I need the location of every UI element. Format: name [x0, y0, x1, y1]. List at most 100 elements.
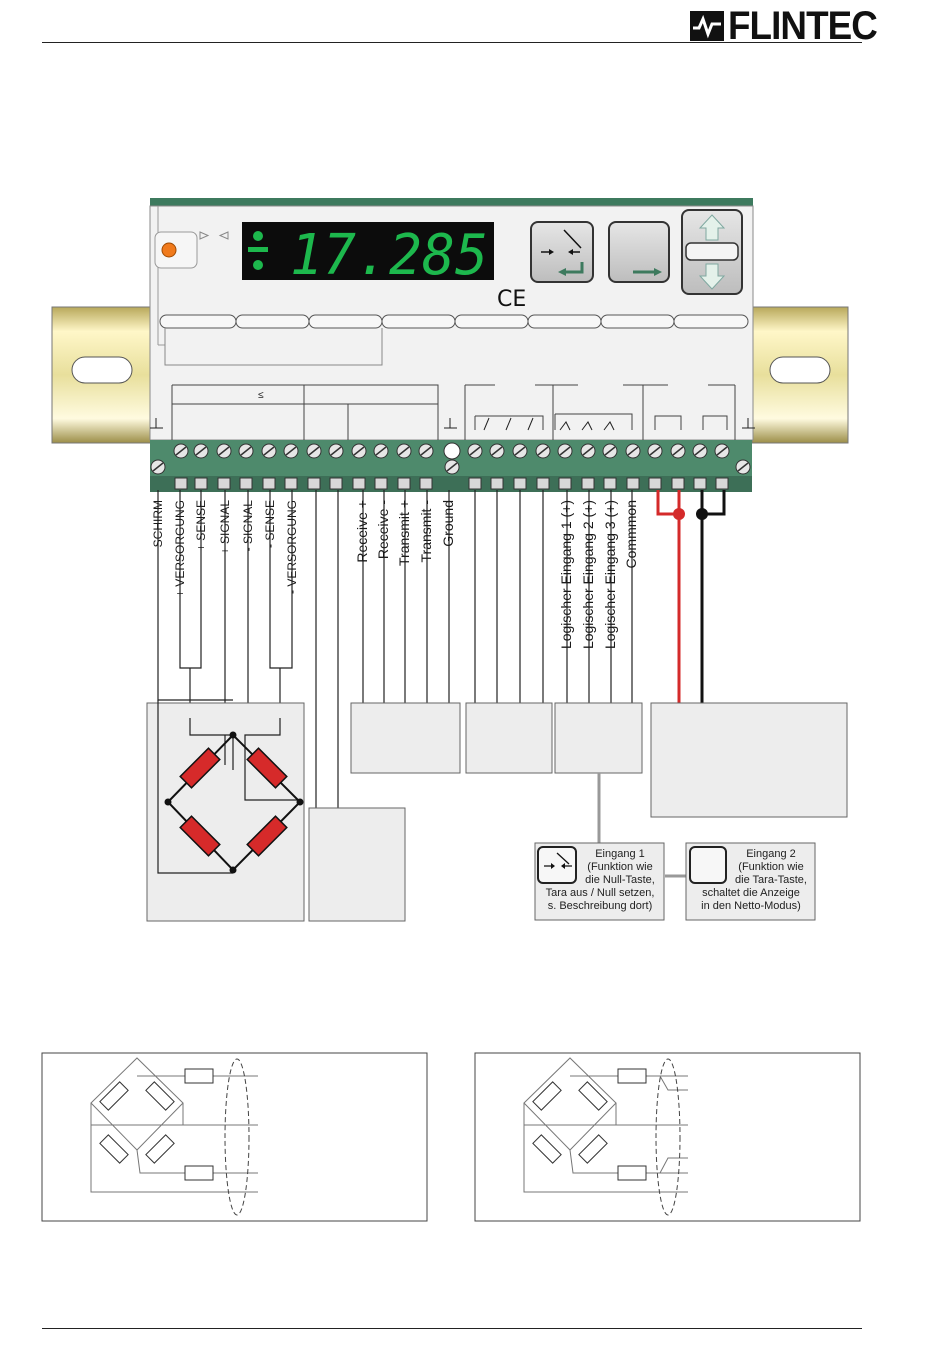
screw-slot	[559, 446, 571, 456]
logic-input-box	[554, 702, 643, 774]
mounting-screw-slot	[152, 462, 164, 472]
screw-slot	[195, 446, 207, 456]
screw-slot	[218, 446, 230, 456]
red-junction	[673, 508, 685, 520]
terminal-clamp	[603, 477, 617, 490]
arrow-indicator-icons	[199, 231, 229, 240]
screw-slot	[240, 446, 252, 456]
screw-slot	[308, 446, 320, 456]
screw-slot	[420, 446, 432, 456]
label-bracket	[164, 328, 383, 366]
screw-terminals	[150, 443, 751, 490]
mounting-screw-slot	[737, 462, 749, 472]
logic-label: Logischer Eingang 2 (+)	[580, 500, 596, 649]
terminal-clamp	[693, 477, 707, 490]
screw-slot	[672, 446, 684, 456]
terminal-clamp	[262, 477, 276, 490]
tara-next-key[interactable]	[608, 221, 670, 283]
terminal-clamp	[374, 477, 388, 490]
input1-line-4: s. Beschreibung dort)	[547, 900, 653, 912]
led-display: 17.285	[242, 222, 494, 288]
display-value: 17.285	[290, 223, 488, 288]
terminal-clamp	[536, 477, 550, 490]
down-arrow-icon	[698, 263, 726, 290]
input1-line-2: die Null-Taste,	[585, 874, 655, 886]
terminal-clamp	[490, 477, 504, 490]
din-rail-left	[51, 306, 153, 444]
four-wire-schematic	[474, 1052, 861, 1222]
logic-label: Logischer Eingang 1 (+)	[558, 500, 574, 649]
brand-name: FLINTEC	[728, 4, 878, 48]
serial-label: Receive +	[354, 500, 370, 563]
terminal-clamp	[329, 477, 343, 490]
terminal-clamp	[648, 477, 662, 490]
input2-line-2: die Tara-Taste,	[735, 874, 807, 886]
loadcell-label: - SENSE	[263, 500, 277, 548]
serial-label: Transmit -	[418, 500, 434, 563]
interface-boxes	[308, 702, 848, 922]
terminal-clamp	[468, 477, 482, 490]
loadcell-label: + VERSORGUNG	[173, 500, 187, 597]
loadcell-label: SCHIRM	[151, 500, 165, 547]
terminal-clamp	[513, 477, 527, 490]
logic-label: Commmon	[623, 500, 639, 568]
screw-slot	[649, 446, 661, 456]
input1-line-3: Tara aus / Null setzen,	[545, 887, 655, 899]
zero-enter-key[interactable]	[530, 221, 594, 283]
input2-title: Eingang 2	[746, 848, 796, 860]
serial-label: Transmit +	[396, 500, 412, 566]
screw-slot	[330, 446, 342, 456]
serial-label: Receive -	[375, 500, 391, 559]
screw-slot	[398, 446, 410, 456]
logic-link-line	[597, 773, 686, 878]
terminal-clamp	[352, 477, 366, 490]
screw-slot	[375, 446, 387, 456]
mounting-screw-slot	[446, 462, 458, 472]
serial-device-box	[308, 807, 406, 922]
label-slots	[159, 314, 749, 329]
footer-rule	[42, 1328, 862, 1329]
loadcell-label: - SIGNAL	[241, 500, 255, 552]
relay-output-box	[465, 702, 553, 774]
terminal-labels: SCHIRM+ VERSORGUNG+ SENSE+ SIGNAL- SIGNA…	[151, 500, 639, 649]
flintec-logo-mark	[690, 11, 724, 41]
serial-interface-box	[350, 702, 461, 774]
input1-title: Eingang 1	[595, 848, 645, 860]
terminal-clamp	[194, 477, 208, 490]
load-cell-bridge-box	[146, 700, 305, 922]
screw-slot	[716, 446, 728, 456]
logic-label: Logischer Eingang 3 (+)	[602, 500, 618, 649]
terminal-clamp	[558, 477, 572, 490]
terminal-clamp	[239, 477, 253, 490]
header-rule	[42, 42, 862, 43]
power-wires	[656, 490, 726, 715]
terminal-clamp	[397, 477, 411, 490]
screw-slot	[175, 446, 187, 456]
input1-line-1: (Funktion wie	[587, 861, 653, 873]
up-down-key[interactable]	[681, 209, 743, 295]
terminal-clamp	[174, 477, 188, 490]
terminal-label-blocks	[171, 384, 736, 442]
status-led	[154, 231, 198, 269]
ground-symbols	[150, 418, 755, 429]
up-arrow-icon	[698, 214, 726, 241]
screw-slot	[263, 446, 275, 456]
six-wire-schematic	[41, 1052, 428, 1222]
input1-description: Eingang 1 (Funktion wie die Null-Taste, …	[538, 848, 662, 913]
screw-slot	[537, 446, 549, 456]
input1-box	[534, 842, 665, 921]
screw-slot	[514, 446, 526, 456]
terminal-clamp	[307, 477, 321, 490]
serial-label: Ground	[440, 500, 456, 547]
screw-slot	[694, 446, 706, 456]
le-symbol: ≤	[258, 390, 264, 401]
relay-contact-icons	[483, 417, 615, 431]
screw-slot	[285, 446, 297, 456]
terminal-clamp	[419, 477, 433, 490]
input2-line-1: (Funktion wie	[738, 861, 804, 873]
terminal-clamp	[626, 477, 640, 490]
screw-slot	[582, 446, 594, 456]
loadcell-label: + SENSE	[194, 500, 208, 551]
input2-line-3: schaltet die Anzeige	[702, 887, 800, 899]
